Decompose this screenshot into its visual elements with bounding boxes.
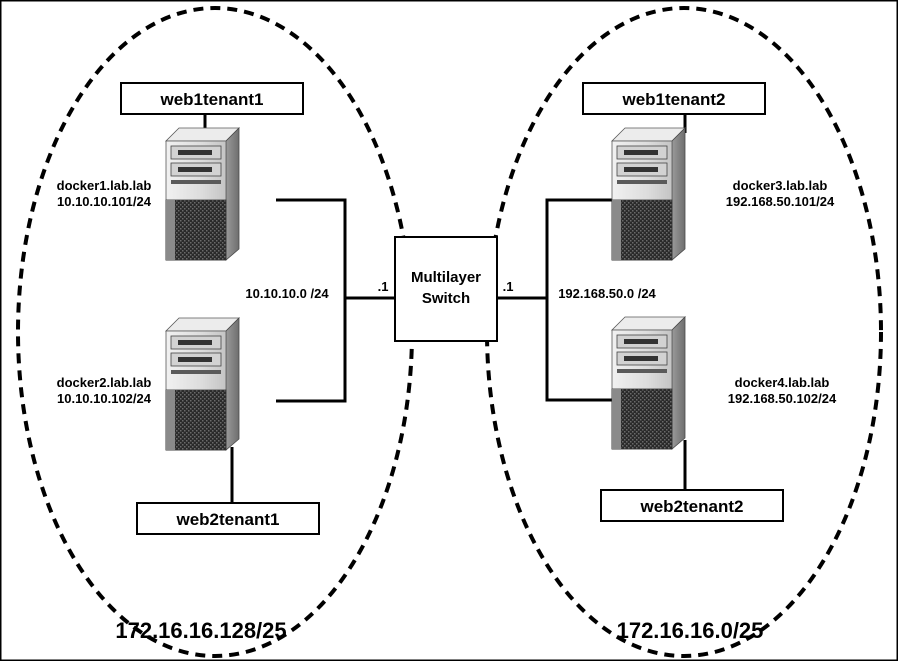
- tenant2-subnet: 172.16.16.0/25: [617, 618, 764, 643]
- server-tower-icon: [611, 127, 686, 261]
- container-box-web2tenant2: [600, 489, 784, 522]
- container-label: web1tenant1: [160, 90, 264, 109]
- switch-label-line1: Multilayer: [411, 269, 481, 286]
- container-label: web1tenant2: [622, 90, 726, 109]
- host-name: docker2.lab.lab: [57, 375, 152, 390]
- host-name: docker3.lab.lab: [733, 178, 828, 193]
- gateway-label: .1: [503, 279, 514, 294]
- host-ip: 192.168.50.101/24: [726, 194, 835, 209]
- host-ip: 10.10.10.101/24: [57, 194, 152, 209]
- container-box-web2tenant1: [136, 502, 320, 535]
- host-name: docker1.lab.lab: [57, 178, 152, 193]
- container-box-web1tenant2: [582, 82, 766, 115]
- container-label: web2tenant1: [176, 510, 280, 529]
- server-tower-icon: [165, 317, 240, 451]
- host-ip: 10.10.10.102/24: [57, 391, 152, 406]
- server-tower-icon: [611, 316, 686, 450]
- server-tower-icon: [165, 127, 240, 261]
- host-name: docker4.lab.lab: [735, 375, 830, 390]
- multilayer-switch: [394, 236, 498, 342]
- gateway-label: .1: [378, 279, 389, 294]
- switch-label-line2: Switch: [422, 290, 470, 307]
- network-label: 10.10.10.0 /24: [245, 286, 329, 301]
- host-ip: 192.168.50.102/24: [728, 391, 837, 406]
- tenant1-subnet: 172.16.16.128/25: [115, 618, 286, 643]
- container-box-web1tenant1: [120, 82, 304, 115]
- tenant2-boundary: [485, 6, 883, 658]
- container-label: web2tenant2: [640, 497, 744, 516]
- network-label: 192.168.50.0 /24: [558, 286, 656, 301]
- network-links: [203, 114, 687, 503]
